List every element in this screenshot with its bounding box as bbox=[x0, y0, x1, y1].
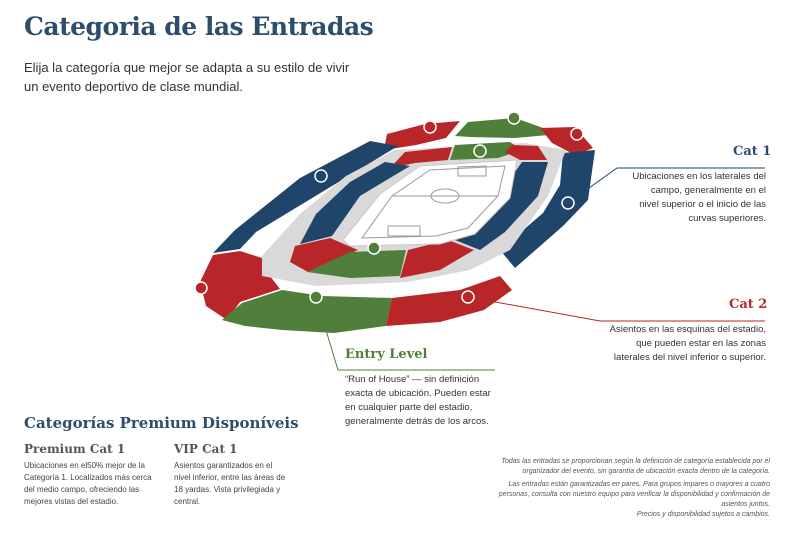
seat-section-entry[interactable] bbox=[222, 290, 392, 333]
seat-section-cat1[interactable] bbox=[500, 150, 595, 268]
premium-cat1-description: Ubicaciones en el50% mejor de la Categor… bbox=[24, 461, 152, 506]
vip-cat1-title: VIP Cat 1 bbox=[174, 442, 238, 456]
map-marker-cat2[interactable] bbox=[194, 281, 208, 295]
map-marker-entry[interactable] bbox=[367, 241, 381, 255]
seat-section-entry[interactable] bbox=[307, 250, 406, 278]
map-marker-entry[interactable] bbox=[309, 290, 323, 304]
premium-heading: Categorías Premium Disponíveis bbox=[24, 414, 299, 432]
map-marker-cat1[interactable] bbox=[314, 169, 328, 183]
footnote-prices: Precios y disponibilidad sujetos a cambi… bbox=[636, 511, 770, 518]
page-subtitle: Elija la categoría que mejor se adapta a… bbox=[24, 60, 350, 94]
map-marker-cat2[interactable] bbox=[570, 127, 584, 141]
map-marker-cat2[interactable] bbox=[461, 290, 475, 304]
seat-section-cat2[interactable] bbox=[200, 251, 280, 320]
page-title: Categoria de las Entradas bbox=[24, 12, 374, 41]
seat-section-cat2[interactable] bbox=[290, 238, 358, 272]
entry-level-description: “Run of House” — sin definición exacta d… bbox=[345, 374, 491, 427]
premium-cat1-title: Premium Cat 1 bbox=[24, 442, 126, 456]
cat1-title: Cat 1 bbox=[733, 144, 772, 159]
cat1-description: Ubicaciones en los laterales del campo, … bbox=[632, 171, 766, 224]
pitch-markings bbox=[361, 165, 506, 239]
cat2-title: Cat 2 bbox=[729, 297, 768, 312]
seat-section-cat2[interactable] bbox=[384, 121, 460, 150]
cat2-leader-line bbox=[467, 296, 765, 322]
seat-section-cat2[interactable] bbox=[505, 145, 547, 160]
map-marker-entry[interactable] bbox=[507, 111, 521, 125]
seat-section-entry[interactable] bbox=[455, 118, 560, 138]
map-marker-entry[interactable] bbox=[473, 144, 487, 158]
footnote-pairs: Las entradas están garantizadas en pares… bbox=[498, 481, 770, 508]
seat-section-cat2[interactable] bbox=[386, 276, 512, 326]
cat2-description: Asientos en las esquinas del estadio, qu… bbox=[609, 324, 766, 363]
footnote-definition: Todas las entradas se proporcionan según… bbox=[501, 458, 770, 475]
entry-level-title: Entry Level bbox=[345, 347, 428, 362]
map-marker-cat2[interactable] bbox=[423, 120, 437, 134]
seat-section-cat1[interactable] bbox=[213, 141, 398, 253]
seat-section-cat2[interactable] bbox=[400, 240, 474, 278]
seat-section-cat1[interactable] bbox=[300, 162, 410, 244]
map-marker-cat1[interactable] bbox=[561, 196, 575, 210]
pitch bbox=[342, 159, 518, 247]
seat-section-cat2[interactable] bbox=[390, 147, 452, 168]
vip-cat1-description: Asientos garantizados en el nivel inferi… bbox=[174, 461, 286, 506]
